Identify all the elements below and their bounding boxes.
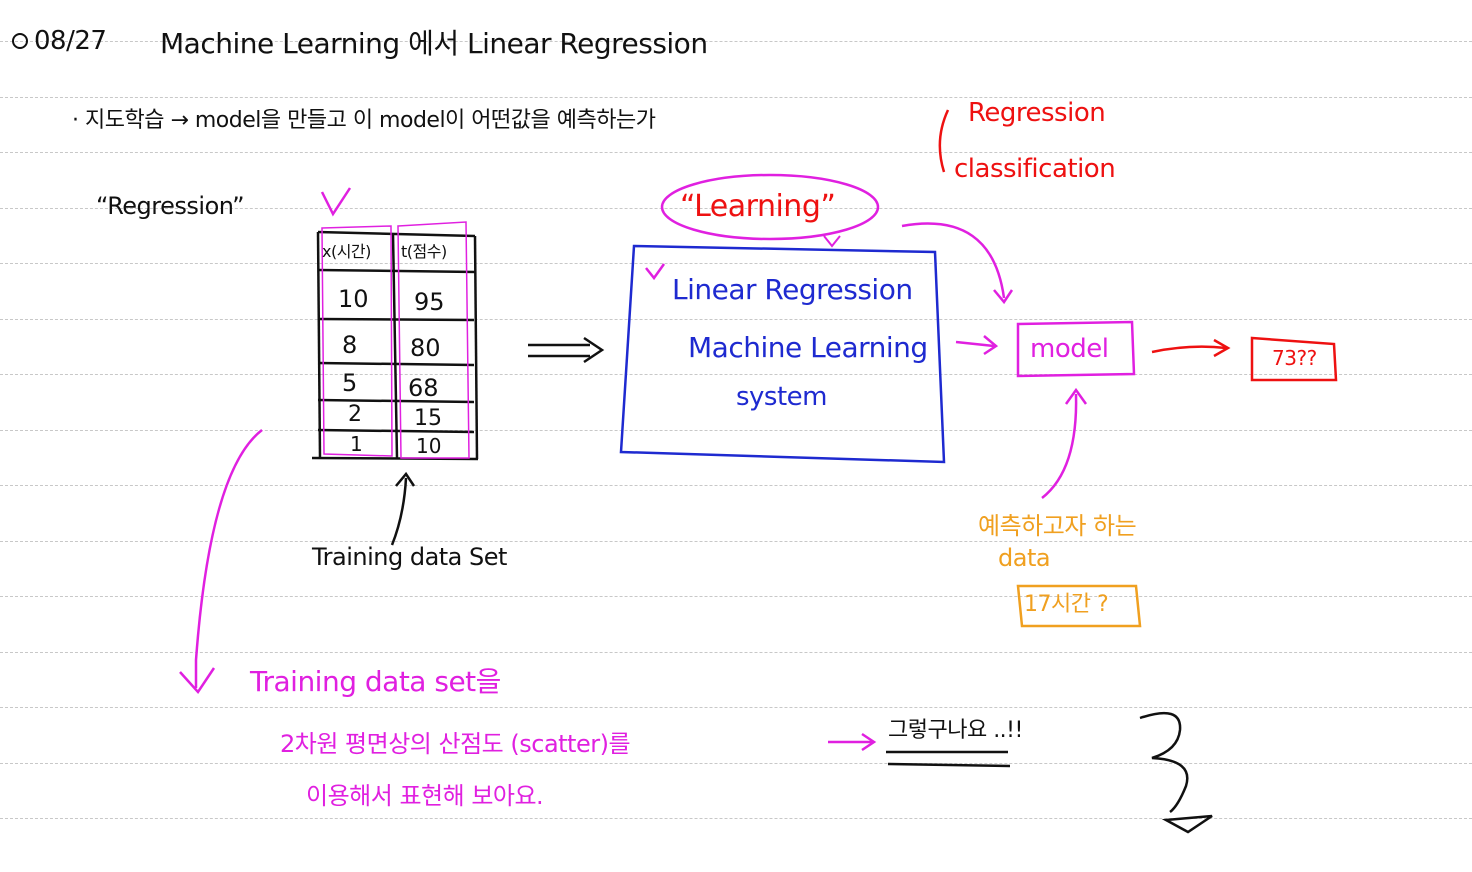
arrow-data-to-model [1041, 387, 1088, 499]
ruled-line [0, 485, 1472, 486]
predict-note-line2: data [998, 544, 1051, 572]
bullet-line: · 지도학습 → model을 만들고 이 model이 어떤값을 예측하는가 [72, 108, 656, 133]
side-note-regression: Regression [968, 98, 1106, 128]
table-caption: Training data Set [312, 543, 507, 571]
table-cell: 80 [410, 334, 441, 362]
arrow-down-to-scatter [179, 429, 263, 695]
arrow-system-to-model [955, 335, 999, 356]
curved-arrow-to-model [901, 222, 1014, 305]
double-arrow [528, 336, 605, 364]
system-box [619, 244, 946, 464]
predict-input-value: 17시간 ? [1024, 592, 1109, 617]
table-cell: 5 [342, 369, 358, 397]
input-box [1016, 584, 1142, 628]
doodle-squiggle [1139, 711, 1213, 834]
bottom-line-3: 이용해서 표현해 보아요. [306, 782, 544, 810]
ruled-line [0, 208, 1472, 209]
learning-oval [660, 173, 880, 241]
date-bullet-circle [12, 33, 28, 49]
ruled-line [0, 97, 1472, 98]
table-header-t: t(점수) [401, 242, 447, 261]
system-line-3: system [736, 382, 828, 412]
arrow-to-aside [828, 732, 877, 752]
ruled-line [0, 263, 1472, 264]
ruled-line [0, 319, 1472, 320]
table-cell: 10 [338, 285, 369, 313]
system-check-icon [645, 263, 666, 281]
ruled-line [0, 652, 1472, 653]
model-label: model [1030, 334, 1109, 364]
table-cell: 10 [416, 434, 442, 458]
bottom-line-1: Training data set을 [250, 665, 501, 698]
regression-label: “Regression” [96, 192, 245, 220]
ruled-line [0, 818, 1472, 819]
table-cell: 95 [414, 288, 445, 316]
ruled-line [0, 430, 1472, 431]
check-mark-icon [320, 187, 352, 217]
result-label: 73?? [1272, 346, 1317, 370]
ruled-line [0, 707, 1472, 708]
date-label: 08/27 [34, 26, 107, 56]
predict-note-line1: 예측하고자 하는 [978, 512, 1137, 540]
table-cell: 68 [408, 374, 439, 402]
table-header-x: x(시간) [322, 242, 371, 261]
table-cell: 2 [348, 402, 362, 427]
ruled-line [0, 374, 1472, 375]
table-cell: 1 [350, 432, 363, 456]
arrow-to-table [390, 471, 416, 546]
aside-remark: 그렇구나요 ..!! [888, 718, 1023, 743]
ruled-line [0, 763, 1472, 764]
learning-label: “Learning” [680, 189, 836, 224]
table-cell: 8 [342, 331, 358, 359]
table-cell: 15 [414, 406, 442, 431]
arrow-model-to-result [1151, 338, 1231, 358]
ruled-line [0, 41, 1472, 42]
side-note-classification: classification [954, 154, 1116, 184]
side-bracket [938, 109, 950, 173]
page-title: Machine Learning 에서 Linear Regression [160, 27, 708, 60]
aside-underline [886, 750, 1011, 768]
ruled-line [0, 541, 1472, 542]
result-box [1250, 336, 1338, 382]
ruled-line [0, 596, 1472, 597]
system-line-1: Linear Regression [672, 273, 913, 306]
oval-tail [823, 235, 841, 248]
column-highlight [321, 221, 470, 459]
ruled-line [0, 152, 1472, 153]
model-box [1016, 320, 1136, 378]
bottom-line-2: 2차원 평면상의 산점도 (scatter)를 [280, 730, 631, 758]
system-line-2: Machine Learning [688, 331, 928, 364]
table-grid [311, 230, 479, 461]
